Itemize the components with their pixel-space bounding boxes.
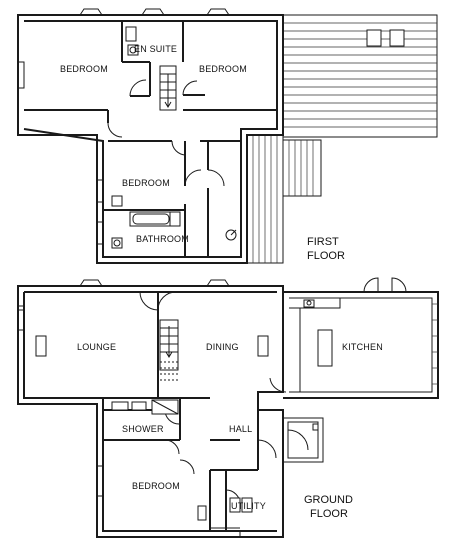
- bathroom-fixtures: [111, 195, 237, 249]
- kitchen-french-doors: [363, 277, 407, 293]
- first-floor-caption-line1: FIRST: [307, 236, 339, 248]
- room-label-lounge: LOUNGE: [77, 342, 116, 352]
- shower-fixtures: [111, 399, 179, 415]
- first-floor-caption-line2: FLOOR: [307, 250, 345, 262]
- room-label-bedroom-middle: BEDROOM: [122, 178, 170, 188]
- kitchen-fittings: [289, 298, 341, 392]
- ground-floor-plan: LOUNGE DINING KITCHEN SHOWER HALL BEDROO…: [17, 277, 439, 538]
- ground-floor-stair: [159, 319, 179, 381]
- room-label-utility: UTILITY: [231, 501, 266, 511]
- porch: [282, 417, 324, 463]
- ground-floor-caption-line2: FLOOR: [310, 508, 348, 520]
- room-label-shower: SHOWER: [122, 424, 164, 434]
- en-suite-fixtures: [125, 26, 139, 56]
- kitchen-extension-wall: [283, 291, 439, 399]
- ground-floor-outer-wall: [17, 285, 284, 538]
- utility-fixtures: [197, 497, 253, 521]
- room-label-bedroom-right: BEDROOM: [199, 64, 247, 74]
- room-label-hall: HALL: [229, 424, 252, 434]
- first-floor-outer-wall: [17, 14, 284, 264]
- room-label-bathroom: BATHROOM: [136, 234, 189, 244]
- room-label-kitchen: KITCHEN: [342, 342, 383, 352]
- first-floor-plan: BEDROOM EN SUITE BEDROOM BEDROOM BATHROO…: [17, 8, 438, 264]
- first-floor-stair: [159, 65, 177, 111]
- ground-floor-caption-line1: GROUND: [304, 494, 353, 506]
- room-label-bedroom-left: BEDROOM: [60, 64, 108, 74]
- room-label-bedroom: BEDROOM: [132, 481, 180, 491]
- roof-hatching: [246, 14, 438, 264]
- room-label-en-suite: EN SUITE: [134, 44, 177, 54]
- room-label-dining: DINING: [206, 342, 239, 352]
